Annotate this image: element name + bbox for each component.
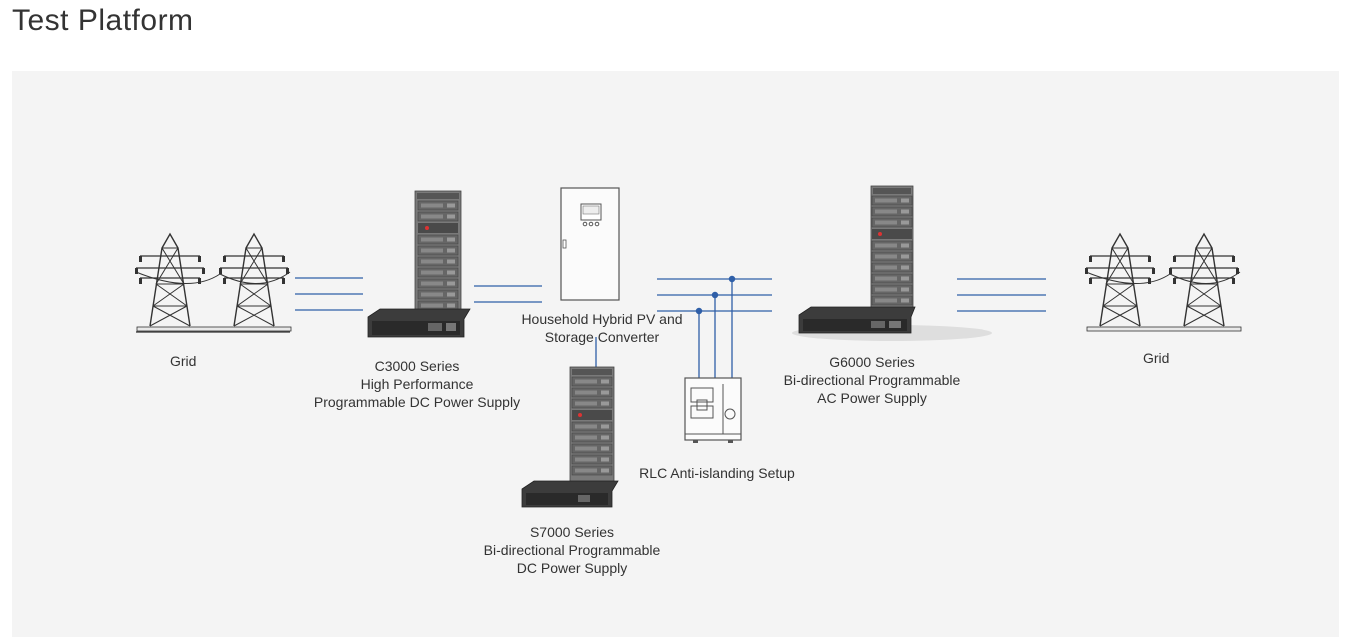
diagram-canvas [134,185,1242,508]
node-label-s7000: S7000 Series Bi-directional Programmable… [452,523,692,577]
converter-cabinet-icon [560,187,620,301]
node-label-grid-right: Grid [1143,349,1169,367]
node-label-rlc: RLC Anti-islanding Setup [622,464,812,482]
diagram-panel: Grid C3000 Series High Performance Progr… [12,71,1339,637]
desktop-unit-icon [798,306,916,334]
node-title: S7000 Series [529,524,615,540]
wire-bundle [657,275,772,379]
node-description: Household Hybrid PV and [521,311,683,327]
node-title: C3000 Series [374,358,460,374]
node-label-converter: Household Hybrid PV and Storage Converte… [492,310,712,346]
node-label: RLC Anti-islanding Setup [639,465,795,481]
node-description: Programmable DC Power Supply [313,394,521,410]
node-title: G6000 Series [829,354,915,370]
node-label: Grid [170,353,197,369]
rack-cabinet-icon [870,185,914,311]
node-description: Bi-directional Programmable [783,372,961,388]
power-tower-icon [1084,233,1242,332]
rack-cabinet-icon [414,190,462,314]
node-description: Storage Converter [544,329,660,345]
node-label: Grid [1143,350,1170,366]
desktop-unit-icon [521,480,619,508]
rack-cabinet-icon [569,366,615,488]
node-description: High Performance [360,376,474,392]
page-title: Test Platform [12,4,194,37]
node-description: Bi-directional Programmable [483,542,661,558]
desktop-unit-icon [367,308,471,338]
node-description: DC Power Supply [516,560,628,576]
node-label-g6000: G6000 Series Bi-directional Programmable… [752,353,992,407]
power-tower-icon [134,233,292,333]
node-label-c3000: C3000 Series High Performance Programmab… [297,357,537,411]
rlc-load-icon [684,377,742,443]
wire-bundle [957,278,1046,312]
wire-bundle [295,277,363,311]
wire-bundle [474,285,542,303]
node-label-grid-left: Grid [170,352,196,370]
node-description: AC Power Supply [817,390,927,406]
